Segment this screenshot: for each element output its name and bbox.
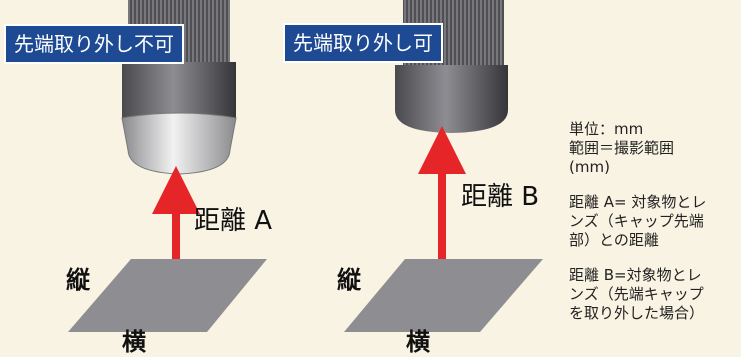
target-plane-right — [344, 259, 543, 332]
distance-label-b: 距離 B — [461, 182, 540, 212]
note-range-1: 範囲＝撮影範囲 — [569, 139, 675, 157]
note-distance-a-2: ンズ（キャップ先端 — [569, 212, 704, 230]
note-distance-b-3: を取り外した場合） — [569, 304, 705, 322]
note-distance-a-1: 距離 A= 対象物とレ — [569, 193, 707, 211]
target-plane-left — [68, 259, 267, 332]
note-unit: 単位：mm — [569, 120, 644, 138]
distance-label-a: 距離 A — [194, 206, 273, 236]
lens-right — [395, 0, 508, 133]
tip-label-left: 先端取り外し不可 — [4, 24, 184, 64]
note-distance-a-3: 部）との距離 — [569, 231, 659, 249]
note-distance-b-2: ンズ（先端キャップ — [569, 285, 704, 303]
note-range-2: (mm) — [569, 158, 610, 176]
axis-horizontal-right: 横 — [406, 328, 430, 356]
axis-horizontal-left: 横 — [122, 328, 146, 356]
axis-vertical-left: 縦 — [66, 266, 90, 294]
axis-vertical-right: 縦 — [337, 266, 361, 294]
note-distance-b-1: 距離 B=対象物とレ — [569, 266, 702, 284]
notes-panel: 単位：mm 範囲＝撮影範囲 (mm) 距離 A= 対象物とレ ンズ（キャップ先端… — [569, 120, 739, 323]
tip-label-right: 先端取り外し可 — [283, 23, 443, 63]
lens-left — [121, 0, 237, 175]
